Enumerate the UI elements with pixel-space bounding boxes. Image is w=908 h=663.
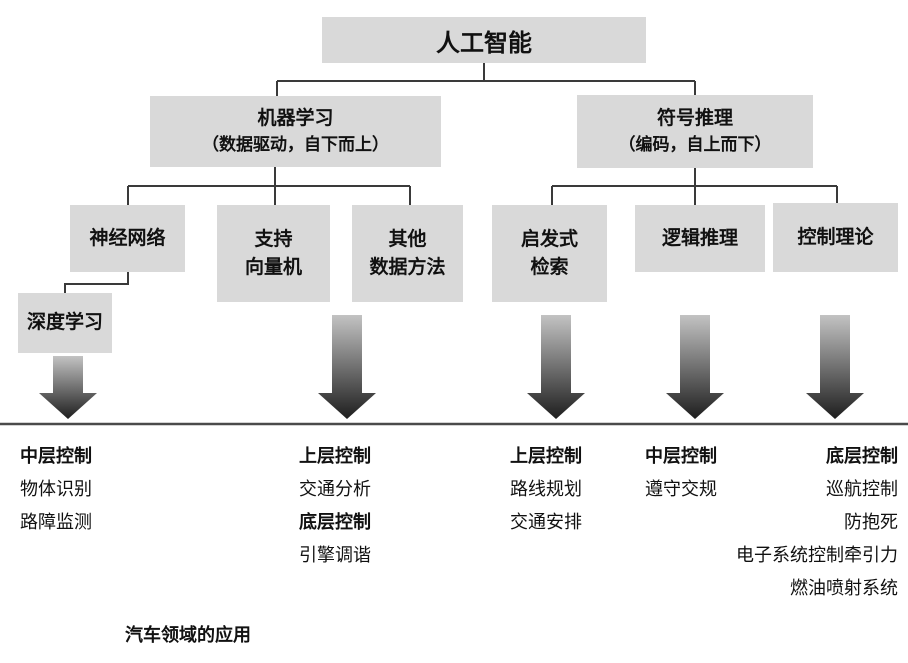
- node-deep-learning: 深度学习: [18, 293, 112, 353]
- app-item: 中层控制: [645, 446, 717, 466]
- app-item: 巡航控制: [826, 479, 898, 499]
- node-title: 符号推理: [656, 107, 733, 129]
- app-item: 电子系统控制牵引力: [736, 545, 898, 565]
- down-arrow-logic-reasoning: [666, 315, 724, 419]
- app-item: 物体识别: [20, 479, 92, 499]
- node-label: 控制理论: [797, 226, 874, 248]
- connector-nn-to-dl: [64, 272, 129, 293]
- node-label: 深度学习: [26, 312, 103, 333]
- node-subtitle: （数据驱动，自下而上）: [202, 134, 389, 154]
- node-title: 机器学习: [257, 107, 334, 129]
- app-item: 底层控制: [299, 512, 371, 532]
- node-label-line2: 检索: [530, 256, 569, 278]
- node-support-vector-machine: 支持 向量机: [217, 205, 330, 302]
- node-label-line1: 支持: [254, 228, 293, 250]
- node-heuristic-search: 启发式 检索: [492, 205, 607, 302]
- app-item: 上层控制: [299, 446, 371, 466]
- app-item: 中层控制: [20, 446, 92, 466]
- app-item: 交通安排: [510, 512, 582, 532]
- node-control-theory: 控制理论: [773, 203, 898, 272]
- down-arrow-control-theory: [806, 315, 864, 419]
- node-logic-reasoning: 逻辑推理: [635, 205, 765, 272]
- app-item: 路线规划: [510, 479, 582, 499]
- app-item: 上层控制: [510, 446, 582, 466]
- node-label: 人工智能: [436, 29, 532, 57]
- application-column-upper-lower-control: 上层控制 交通分析 底层控制 引擎调谐: [265, 440, 405, 572]
- connector-root-to-level2: [276, 63, 696, 96]
- node-symbolic-reasoning: 符号推理 （编码，自上而下）: [577, 95, 813, 168]
- app-item: 底层控制: [826, 446, 898, 466]
- node-neural-network: 神经网络: [70, 205, 185, 272]
- node-label: 神经网络: [89, 227, 166, 249]
- app-item: 交通分析: [299, 479, 371, 499]
- node-label-line1: 启发式: [520, 228, 578, 250]
- connector-sr-to-children: [551, 168, 838, 205]
- down-arrow-svm-other: [318, 315, 376, 419]
- diagram-caption: 汽车领域的应用: [125, 625, 251, 645]
- application-column-mid-control: 中层控制 物体识别 路障监测: [20, 440, 92, 539]
- node-label-line1: 其他: [388, 228, 427, 250]
- down-arrow-deep-learning: [39, 356, 97, 419]
- app-item: 防抱死: [844, 512, 898, 532]
- application-column-upper-control: 上层控制 路线规划 交通安排: [476, 440, 616, 539]
- node-label-line2: 数据方法: [369, 256, 446, 278]
- node-label-line2: 向量机: [244, 256, 302, 278]
- app-item: 燃油喷射系统: [790, 578, 898, 598]
- node-subtitle: （编码，自上而下）: [618, 134, 772, 154]
- app-item: 遵守交规: [645, 479, 717, 499]
- connector-ml-to-children: [127, 167, 411, 205]
- application-column-lower-control: 底层控制 巡航控制 防抱死 电子系统控制牵引力 燃油喷射系统: [736, 440, 898, 605]
- application-column-mid-control-2: 中层控制 遵守交规: [611, 440, 751, 506]
- app-item: 引擎调谐: [299, 545, 371, 565]
- node-artificial-intelligence: 人工智能: [322, 17, 646, 63]
- app-item: 路障监测: [20, 512, 92, 532]
- node-machine-learning: 机器学习 （数据驱动，自下而上）: [150, 96, 441, 167]
- node-label: 逻辑推理: [661, 227, 738, 249]
- node-other-data-methods: 其他 数据方法: [352, 205, 463, 302]
- down-arrow-heuristic-search: [527, 315, 585, 419]
